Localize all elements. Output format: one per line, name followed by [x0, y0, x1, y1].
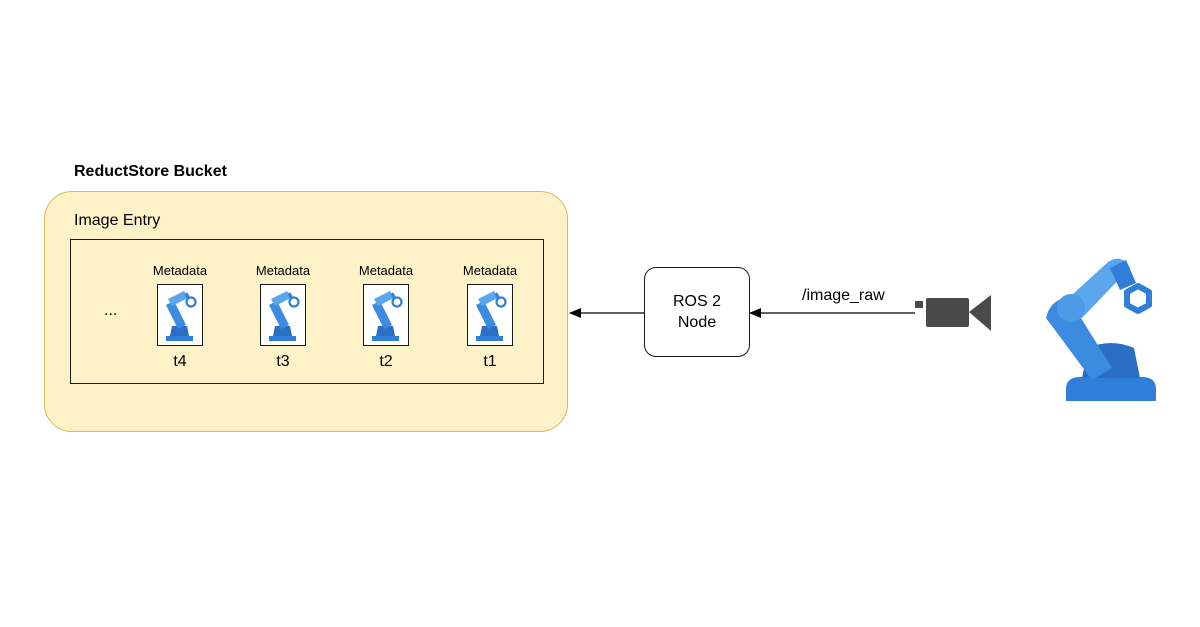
record-timestamp: t3: [276, 353, 290, 370]
record-metadata-label: Metadata: [462, 263, 518, 278]
video-camera-icon: [915, 295, 991, 331]
record-timestamp: t1: [483, 353, 497, 370]
record-t2: Metadata t2: [346, 263, 426, 383]
node-label-line1: ROS 2: [672, 293, 721, 310]
entry-title: Image Entry: [74, 212, 161, 229]
record-timestamp: t4: [173, 353, 187, 370]
robot-arm-icon: [363, 284, 409, 346]
image-entry: [70, 239, 544, 384]
node-label-line2: Node: [677, 314, 717, 331]
record-metadata-label: Metadata: [152, 263, 208, 278]
more-records-ellipsis: ...: [104, 302, 118, 319]
record-metadata-label: Metadata: [358, 263, 414, 278]
robot-arm-icon: [260, 284, 306, 346]
topic-label: /image_raw: [802, 287, 885, 304]
robot-arm-icon: [1046, 258, 1156, 401]
record-t4: Metadata t4: [140, 263, 220, 383]
bucket-title: ReductStore Bucket: [74, 163, 227, 180]
robot-arm-icon: [157, 284, 203, 346]
record-timestamp: t2: [379, 353, 393, 370]
record-metadata-label: Metadata: [255, 263, 311, 278]
record-t3: Metadata t3: [243, 263, 323, 383]
robot-arm-icon: [467, 284, 513, 346]
record-t1: Metadata t1: [450, 263, 530, 383]
